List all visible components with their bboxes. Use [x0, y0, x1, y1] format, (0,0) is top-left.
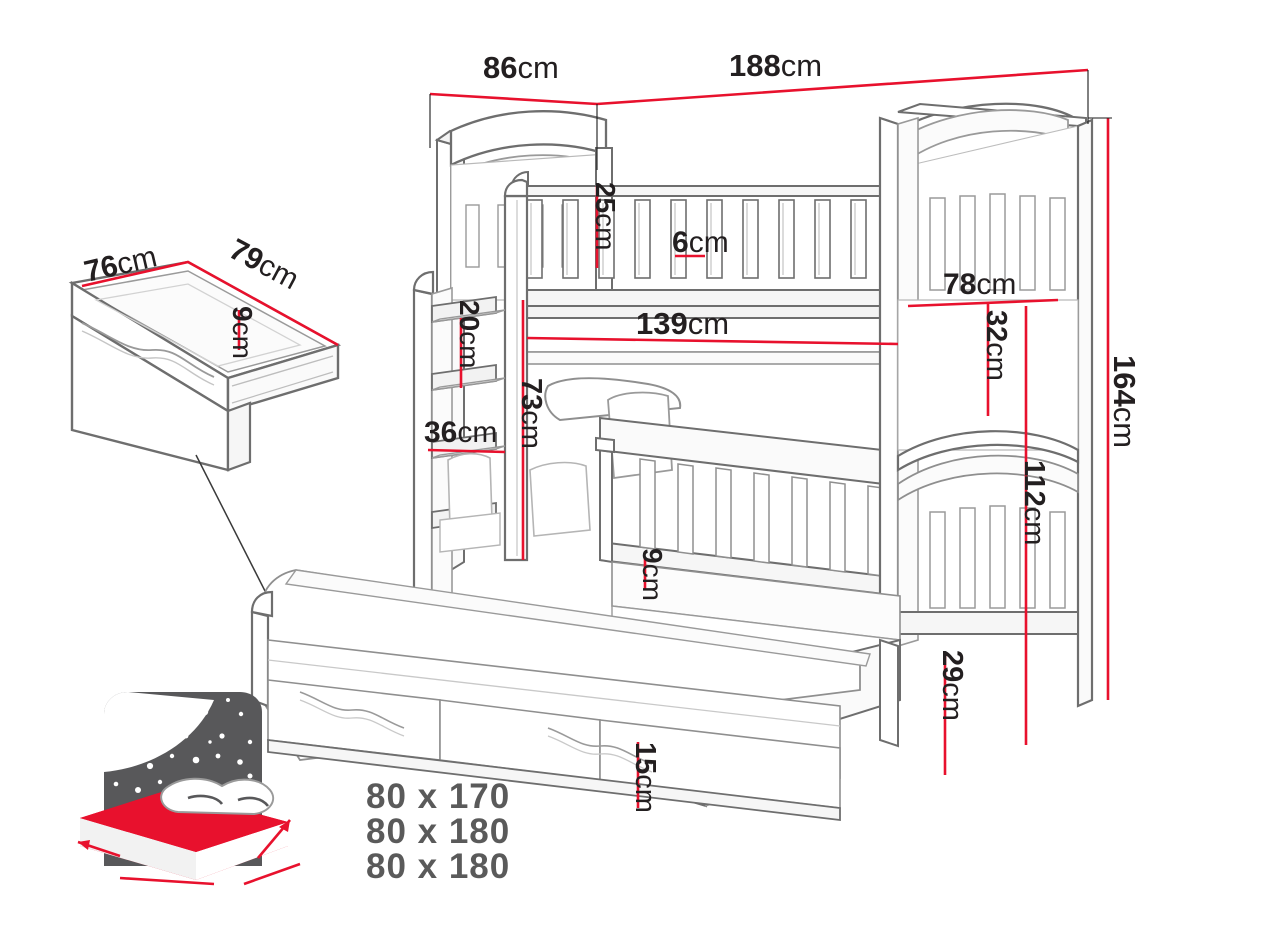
dim-label-112: 112cm	[1018, 460, 1050, 546]
dimline-139	[526, 336, 899, 346]
right-headboard-panel	[878, 102, 1094, 708]
bunk-bed-illustration	[250, 102, 1094, 822]
mattress-size-2: 80 x 180	[366, 812, 511, 851]
extension-lines	[429, 70, 1112, 170]
dim-label-164: 164cm	[1107, 355, 1142, 449]
dim-label-86: 86cm	[483, 50, 559, 85]
dim-label-6: 6cm	[672, 226, 729, 259]
mattress-icon	[77, 692, 301, 886]
lower-bunk-bedding	[439, 377, 682, 553]
dimline-78	[907, 298, 1059, 308]
dim-label-78: 78cm	[943, 268, 1017, 301]
dim-label-25: 25cm	[590, 182, 621, 251]
dim-label-36: 36cm	[424, 416, 498, 449]
mattress-size-1: 80 x 170	[366, 777, 511, 816]
dim-label-9-drawer: 9cm	[227, 306, 258, 359]
dimline-drawer-top	[81, 260, 339, 347]
dim-label-139: 139cm	[636, 306, 730, 341]
drawer-detail-illustration	[68, 260, 342, 472]
dim-label-32: 32cm	[980, 310, 1012, 381]
dim-label-73: 73cm	[515, 378, 547, 449]
dimline-36	[427, 448, 506, 454]
dim-label-29: 29cm	[936, 650, 968, 721]
mattress-size-3: 80 x 180	[366, 847, 511, 886]
dim-label-20: 20cm	[454, 300, 485, 369]
dim-label-9-rail: 9cm	[637, 548, 668, 601]
trundle-bed	[250, 569, 871, 822]
dim-label-15: 15cm	[629, 742, 661, 813]
dim-label-188: 188cm	[729, 48, 823, 83]
